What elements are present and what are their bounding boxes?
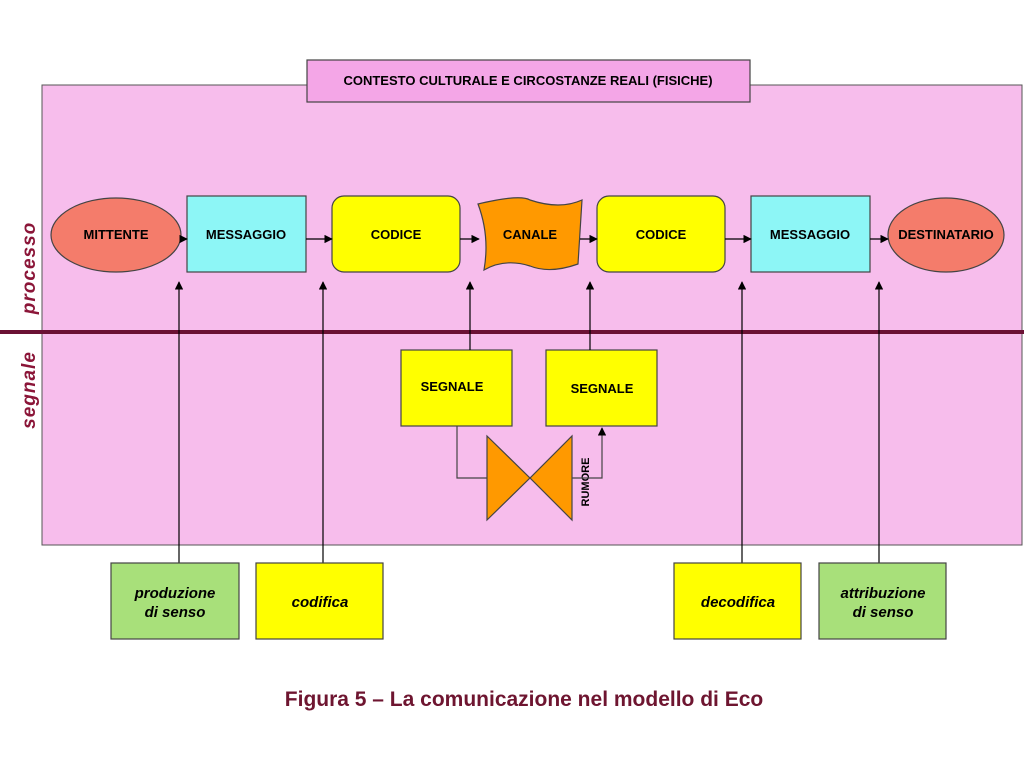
side-label-process: processo (19, 222, 40, 315)
code-right-label: CODICE (636, 227, 687, 242)
message-right-box (750, 195, 871, 273)
side-label-signal: segnale (19, 351, 40, 429)
production-label-line1: produzione (134, 585, 216, 602)
encoding-label: codifica (292, 594, 349, 611)
signal-arrows (465, 281, 595, 350)
decoding-label: decodifica (701, 594, 775, 611)
code-right-box (596, 195, 726, 273)
signal-right-box (545, 349, 658, 427)
message-left-label: MESSAGGIO (206, 227, 286, 242)
context-header-box (306, 59, 751, 103)
receiver-label: DESTINATARIO (898, 227, 994, 242)
code-left-box (331, 195, 461, 273)
noise-in-line (456, 426, 487, 479)
noise-connectors (456, 426, 607, 479)
context-panel (41, 84, 1023, 546)
sender-label: MITTENTE (84, 227, 149, 242)
figure-caption: Figura 5 – La comunicazione nel modello … (285, 688, 763, 711)
noise-bowtie (486, 434, 573, 522)
encoding-box (255, 562, 384, 640)
production-box (110, 562, 240, 640)
signal-left-label: SEGNALE (421, 379, 484, 394)
channel-label: CANALE (503, 227, 557, 242)
message-right-label: MESSAGGIO (770, 227, 850, 242)
context-header-label: CONTESTO CULTURALE E CIRCOSTANZE REALI (… (343, 73, 712, 88)
channel-shape (477, 197, 583, 272)
signal-right-label: SEGNALE (571, 381, 634, 396)
code-left-label: CODICE (371, 227, 422, 242)
signal-left-box (400, 349, 513, 427)
decoding-box (673, 562, 802, 640)
attribution-label-line2: di senso (853, 604, 914, 621)
production-label-line2: di senso (145, 604, 206, 621)
noise-label: RUMORE (580, 458, 592, 507)
attribution-box (818, 562, 947, 640)
message-left-box (186, 195, 307, 273)
attribution-label-line1: attribuzione (841, 585, 926, 602)
bottom-arrows (174, 281, 884, 563)
noise-out-line (572, 427, 607, 479)
